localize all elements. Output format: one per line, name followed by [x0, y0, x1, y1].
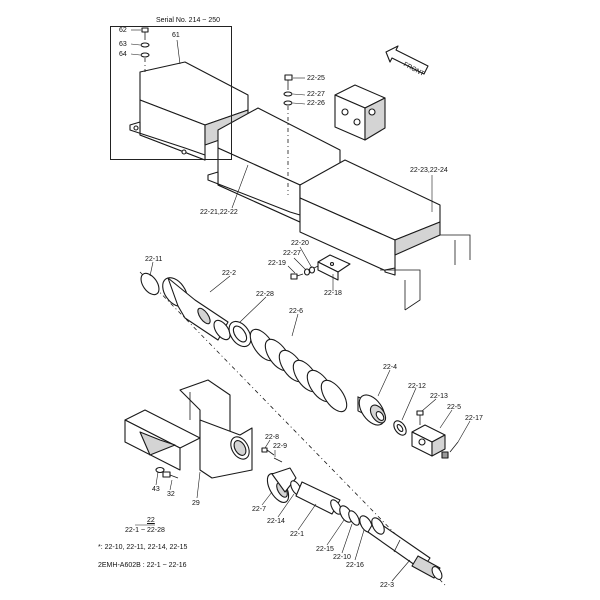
bolt-62 [141, 27, 149, 40]
spring-22-6 [249, 328, 348, 413]
valve-block [334, 84, 386, 141]
label-29: 29 [192, 500, 200, 507]
label-22-8: 22-8 [265, 434, 280, 441]
label-22-4: 22-4 [383, 364, 398, 371]
screw-22-13 [416, 410, 424, 425]
label-22-9: 22-9 [273, 443, 288, 450]
o-ring-22-11 [140, 272, 160, 296]
footnote-kit: *: 22-10, 22-11, 22-14, 22-15 [98, 544, 188, 551]
bolt-22-25 [284, 74, 293, 90]
bolt-22-19 [290, 266, 316, 280]
retainer-22-4 [358, 394, 387, 426]
label-22-27-top: 22-27 [307, 91, 325, 98]
shaft-22-1 [295, 481, 342, 515]
label-22-3: 22-3 [380, 582, 395, 589]
label-22-10: 22-10 [333, 554, 351, 561]
label-22-19: 22-19 [268, 260, 286, 267]
leader-lines [130, 29, 471, 582]
serial-number-note: Serial No. 214 ~ 250 [156, 17, 221, 24]
label-22-5: 22-5 [447, 404, 462, 411]
label-32: 32 [167, 491, 175, 498]
label-22-11: 22-11 [145, 256, 163, 263]
label-62: 62 [119, 27, 127, 34]
label-22-14: 22-14 [267, 518, 285, 525]
bolt-22-8 [261, 447, 275, 456]
seal-22-10 [348, 510, 360, 526]
label-22-1: 22-1 [290, 531, 305, 538]
label-22-27-mid: 22-27 [283, 250, 301, 257]
serial-number-box [110, 26, 232, 160]
assembly-range: 22-1 ~ 22-28 [125, 527, 165, 534]
label-22-17: 22-17 [465, 415, 483, 422]
bolt-32 [155, 466, 179, 479]
label-22-15: 22-15 [316, 546, 334, 553]
hub-22-7 [266, 467, 297, 503]
frame-outline [380, 234, 471, 311]
label-22-20: 22-20 [291, 240, 309, 247]
washer-22-26 [283, 100, 293, 106]
block-22-5 [411, 424, 446, 457]
bolt-22-9 [273, 457, 283, 463]
label-22-28: 22-28 [256, 291, 274, 298]
footnote-model: 2EMH-A602B : 22-1 ~ 22-16 [98, 562, 187, 569]
plate-22-18 [317, 254, 351, 281]
label-22-21-22-22: 22-21,22-22 [200, 209, 238, 216]
screw-22-17 [441, 441, 459, 459]
bracket-29 [124, 379, 253, 479]
label-22-23-22-24: 22-23,22-24 [410, 167, 448, 174]
label-64: 64 [119, 51, 127, 58]
rod-22-3 [367, 517, 443, 580]
nut-22-12 [393, 420, 407, 436]
label-63: 63 [119, 41, 127, 48]
bushing-22-28 [228, 320, 252, 348]
label-61: 61 [172, 32, 180, 39]
front-arrow [385, 45, 429, 75]
label-22-16: 22-16 [346, 562, 364, 569]
label-22-12: 22-12 [408, 383, 426, 390]
piston-22-2 [162, 277, 231, 341]
label-22-2: 22-2 [222, 270, 237, 277]
label-22-25: 22-25 [307, 75, 325, 82]
assembly-number: 22 [147, 517, 155, 524]
label-22-6: 22-6 [289, 308, 304, 315]
washer-64 [140, 52, 150, 58]
label-22-13: 22-13 [430, 393, 448, 400]
washer-22-27 [283, 91, 293, 97]
label-22-18: 22-18 [324, 290, 342, 297]
label-43: 43 [152, 486, 160, 493]
label-22-26: 22-26 [307, 100, 325, 107]
label-22-7: 22-7 [252, 506, 267, 513]
washer-63 [140, 42, 150, 48]
